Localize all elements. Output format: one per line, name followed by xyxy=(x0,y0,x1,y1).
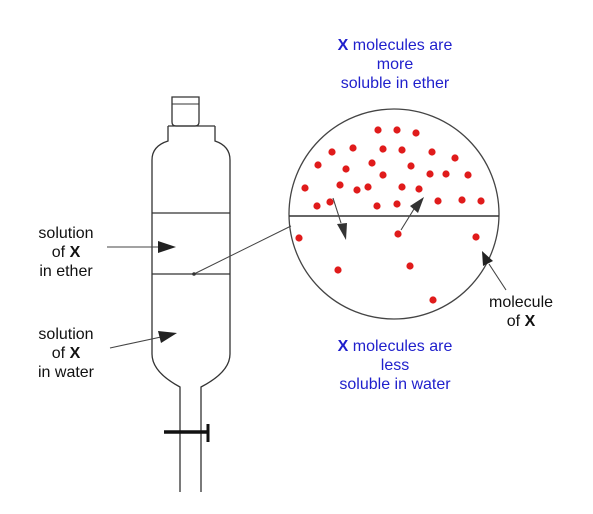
bottom-caption-line2: less xyxy=(380,357,410,374)
ether-solution-label: solution of X in ether xyxy=(18,224,114,281)
top-caption-line2: more xyxy=(376,56,414,73)
bottom-caption-text: molecules are xyxy=(348,338,453,355)
molecule-dot xyxy=(458,196,466,204)
top-caption-text: molecules are xyxy=(348,37,453,54)
ether-label-line2: of X xyxy=(18,243,114,262)
top-caption-x: X xyxy=(337,37,349,54)
molecule-dot xyxy=(342,165,350,173)
water-label-line3: in water xyxy=(37,364,95,381)
molecule-dot xyxy=(442,170,450,178)
top-caption: X molecules are more soluble in ether xyxy=(300,36,490,93)
water-solution-label: solution of X in water xyxy=(18,325,114,382)
arrow-up-shaft xyxy=(400,208,415,231)
molecule-dot xyxy=(412,129,420,137)
molecule-dot xyxy=(313,202,321,210)
molecule-dot xyxy=(368,159,376,167)
molecule-dot xyxy=(326,198,334,206)
molecule-arrow-head xyxy=(482,251,493,266)
bottom-caption: X molecules are less soluble in water xyxy=(300,337,490,394)
molecule-dot xyxy=(364,183,372,191)
ether-label-of: of xyxy=(51,244,70,261)
zoom-connector xyxy=(193,225,292,275)
molecule-dot xyxy=(477,197,485,205)
bottom-caption-x: X xyxy=(337,338,349,355)
molecule-dot xyxy=(451,154,459,162)
molecule-dot xyxy=(328,148,336,156)
water-arrow-shaft xyxy=(109,336,162,349)
molecule-dot xyxy=(336,181,344,189)
top-caption-line1: X molecules are xyxy=(300,36,490,55)
water-arrow-head xyxy=(158,331,177,343)
molecule-dot xyxy=(464,171,472,179)
label-arrows xyxy=(107,241,507,349)
molecule-dot xyxy=(349,144,357,152)
water-label-x: X xyxy=(69,345,81,362)
funnel-stopper xyxy=(171,96,200,127)
molecule-dot xyxy=(373,202,381,210)
arrow-down-head xyxy=(337,223,347,240)
top-caption-line3: soluble in ether xyxy=(340,75,450,92)
molecule-label-of: of xyxy=(506,313,525,330)
molecule-dot xyxy=(393,200,401,208)
ether-label-line3: in ether xyxy=(39,263,93,280)
molecule-dot xyxy=(429,296,437,304)
molecule-dot xyxy=(398,146,406,154)
molecule-dot xyxy=(415,185,423,193)
molecule-dot xyxy=(379,171,387,179)
bottom-caption-line3: soluble in water xyxy=(339,376,451,393)
movement-arrows xyxy=(332,197,424,240)
molecule-dot xyxy=(353,186,361,194)
zoom-origin-dot xyxy=(192,272,196,276)
funnel-body xyxy=(151,126,231,492)
molecule-label-line1: molecule xyxy=(488,294,554,311)
molecule-dot xyxy=(379,145,387,153)
ether-molecules xyxy=(301,126,485,210)
water-molecules xyxy=(295,230,480,304)
molecule-label-x: X xyxy=(524,313,536,330)
molecule-dot xyxy=(428,148,436,156)
ether-label-x: X xyxy=(69,244,81,261)
molecule-dot xyxy=(334,266,342,274)
molecule-dot xyxy=(393,126,401,134)
molecule-dot xyxy=(374,126,382,134)
water-label-line1: solution xyxy=(38,326,94,343)
molecule-dot xyxy=(426,170,434,178)
molecule-arrow-shaft xyxy=(488,263,507,291)
molecule-label: molecule of X xyxy=(476,293,566,331)
water-label-of: of xyxy=(51,345,70,362)
molecule-dot xyxy=(407,162,415,170)
magnified-view xyxy=(288,108,500,320)
arrow-up-head xyxy=(410,197,424,213)
molecule-dot xyxy=(434,197,442,205)
arrow-down-shaft xyxy=(332,197,342,224)
ether-arrow-head xyxy=(158,241,176,253)
molecule-dot xyxy=(301,184,309,192)
ether-label-line1: solution xyxy=(38,225,94,242)
molecule-dot xyxy=(472,233,480,241)
water-label-line2: of X xyxy=(18,344,114,363)
bottom-caption-line1: X molecules are xyxy=(300,337,490,356)
molecule-dot xyxy=(406,262,414,270)
molecule-dot xyxy=(398,183,406,191)
molecule-label-line2: of X xyxy=(476,312,566,331)
molecule-dot xyxy=(394,230,402,238)
molecule-dot xyxy=(295,234,303,242)
molecule-dot xyxy=(314,161,322,169)
